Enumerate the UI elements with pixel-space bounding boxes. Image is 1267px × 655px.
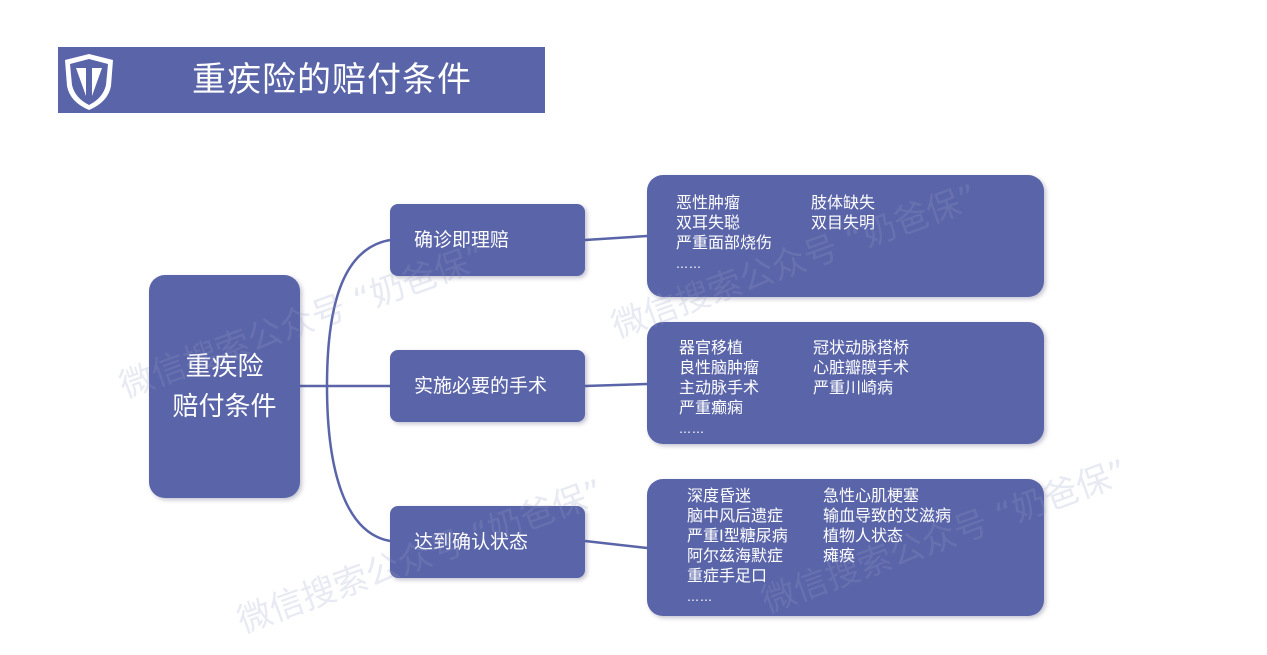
list-ellipsis: …… xyxy=(687,590,713,604)
leaf-list-left: 恶性肿瘤 双耳失聪 严重面部烧伤 …… xyxy=(676,193,772,275)
list-item: 植物人状态 xyxy=(823,526,904,545)
shield-logo-icon xyxy=(65,54,113,110)
list-item: 心脏瓣膜手术 xyxy=(813,358,910,377)
list-item: 重症手足口 xyxy=(687,566,768,585)
list-item: 瘫痪 xyxy=(823,546,856,565)
list-item: 深度昏迷 xyxy=(687,486,752,505)
root-label-line2: 赔付条件 xyxy=(172,391,277,422)
connector-leaf-2 xyxy=(584,382,648,388)
leaf-list-right: 急性心肌梗塞 输血导致的艾滋病 植物人状态 瘫痪 xyxy=(823,486,951,566)
root-label-line1: 重疾险 xyxy=(185,351,264,382)
list-item: 严重I型糖尿病 xyxy=(687,526,788,545)
list-item: 阿尔兹海默症 xyxy=(687,546,784,565)
connector-branch-1 xyxy=(325,238,391,387)
list-item: 严重面部烧伤 xyxy=(676,233,773,252)
branch-node-diagnosis: 确诊即理赔 xyxy=(390,204,585,276)
branch-node-surgery: 实施必要的手术 xyxy=(390,350,585,422)
list-item: 器官移植 xyxy=(679,338,744,357)
list-item: 脑中风后遗症 xyxy=(687,506,784,525)
list-ellipsis: …… xyxy=(676,257,702,271)
leaf-list-right: 肢体缺失 双目失明 xyxy=(811,193,875,233)
connector-leaf-3 xyxy=(584,539,648,550)
list-item: 冠状动脉搭桥 xyxy=(813,338,910,357)
leaf-node-condition: 深度昏迷 脑中风后遗症 严重I型糖尿病 阿尔兹海默症 重症手足口 …… 急性心肌… xyxy=(647,479,1044,616)
list-item: 严重川崎病 xyxy=(813,378,894,397)
branch-node-condition: 达到确认状态 xyxy=(390,506,585,578)
list-item: 良性脑肿瘤 xyxy=(679,358,760,377)
page-title: 重疾险的赔付条件 xyxy=(192,60,472,100)
root-node: 重疾险 赔付条件 xyxy=(149,275,300,498)
connector-leaf-1 xyxy=(584,234,648,242)
leaf-node-surgery: 器官移植 良性脑肿瘤 主动脉手术 严重癫痫 …… 冠状动脉搭桥 心脏瓣膜手术 严… xyxy=(647,322,1044,444)
list-item: 输血导致的艾滋病 xyxy=(823,506,952,525)
list-item: 主动脉手术 xyxy=(679,378,760,397)
list-item: 双耳失聪 xyxy=(676,213,741,232)
leaf-list-left: 深度昏迷 脑中风后遗症 严重I型糖尿病 阿尔兹海默症 重症手足口 …… xyxy=(687,486,788,608)
list-item: 急性心肌梗塞 xyxy=(823,486,920,505)
title-banner: 重疾险的赔付条件 xyxy=(58,47,545,113)
list-item: 双目失明 xyxy=(811,213,876,232)
connector-branch-3 xyxy=(325,385,391,543)
list-item: 肢体缺失 xyxy=(811,193,876,212)
list-ellipsis: …… xyxy=(679,422,705,436)
leaf-list-left: 器官移植 良性脑肿瘤 主动脉手术 严重癫痫 …… xyxy=(679,338,759,440)
leaf-list-right: 冠状动脉搭桥 心脏瓣膜手术 严重川崎病 xyxy=(813,338,909,398)
list-item: 严重癫痫 xyxy=(679,398,744,417)
list-item: 恶性肿瘤 xyxy=(676,193,741,212)
leaf-node-diagnosis: 恶性肿瘤 双耳失聪 严重面部烧伤 …… 肢体缺失 双目失明 xyxy=(647,175,1044,297)
